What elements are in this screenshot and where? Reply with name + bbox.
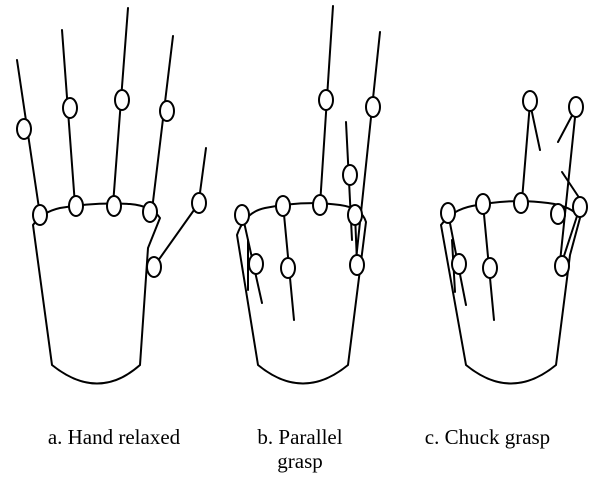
caption-line: a. Hand relaxed [14,425,214,449]
joint-marker [17,119,31,139]
joint-marker [523,91,537,111]
joint-marker [452,254,466,274]
joint-marker [551,204,565,224]
joint-marker [107,196,121,216]
parallel-grasp-illustration [235,6,380,384]
joint-marker [348,205,362,225]
joint-marker [319,90,333,110]
joint-marker [160,101,174,121]
chuck-grasp-illustration [441,91,587,384]
hand-relaxed-illustration [17,8,206,384]
joint-marker [235,205,249,225]
caption-line: c. Chuck grasp [390,425,585,449]
joint-marker [281,258,295,278]
joint-marker [249,254,263,274]
joint-marker [276,196,290,216]
finger-line [356,32,380,260]
joint-marker [143,202,157,222]
joint-marker [192,193,206,213]
joint-marker [476,194,490,214]
joint-marker [147,257,161,277]
finger-line [522,103,530,200]
joint-marker [366,97,380,117]
caption-chuck-grasp: c. Chuck grasp [390,425,585,449]
joint-marker [313,195,327,215]
joint-marker [569,97,583,117]
joint-marker [573,197,587,217]
palm-outline [237,203,366,383]
joint-marker [514,193,528,213]
palm-outline [33,204,160,384]
finger-line [152,36,173,210]
joint-marker [483,258,497,278]
joint-marker [343,165,357,185]
caption-parallel-grasp: b. Parallel grasp [230,425,370,473]
thumb-line [155,203,199,265]
caption-line: grasp [230,449,370,473]
joint-marker [115,90,129,110]
joint-marker [555,256,569,276]
joint-marker [33,205,47,225]
caption-line: b. Parallel [230,425,370,449]
joint-marker [441,203,455,223]
palm-outline [441,201,580,383]
joint-marker [69,196,83,216]
caption-hand-relaxed: a. Hand relaxed [14,425,214,449]
joint-marker [63,98,77,118]
joint-marker [350,255,364,275]
